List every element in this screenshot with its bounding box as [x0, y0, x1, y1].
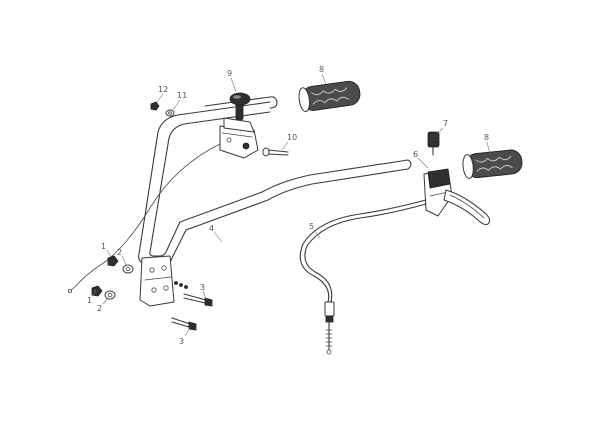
right-hand-grip [462, 149, 523, 179]
nut-12 [150, 101, 160, 111]
leader-lines [92, 73, 491, 337]
callout-numbers: 1 1 2 2 3 3 4 5 6 7 8 8 9 10 11 12 [87, 65, 489, 346]
callout-9: 9 [227, 69, 232, 78]
bolt-10 [262, 147, 289, 157]
callout-8-left: 8 [319, 65, 324, 74]
callout-2-lower: 2 [97, 304, 102, 313]
callout-5: 5 [309, 222, 314, 231]
callout-1-upper: 1 [101, 242, 106, 251]
control-lever-block [423, 168, 491, 225]
bolt-3-lower [171, 317, 197, 331]
bolt-3-upper [183, 293, 213, 307]
callout-6: 6 [413, 150, 418, 159]
bracket-hole-markers [174, 281, 188, 289]
callout-11: 11 [177, 91, 187, 100]
callout-3-lower: 3 [179, 337, 184, 346]
washer-2-lower [104, 290, 116, 300]
callout-7: 7 [443, 119, 448, 128]
callout-10: 10 [287, 133, 297, 142]
callout-4: 4 [209, 224, 214, 233]
washer-11 [165, 109, 175, 117]
clutch-cable [299, 199, 427, 355]
throttle-cable [68, 142, 223, 293]
left-hand-grip [298, 80, 361, 113]
handlebar-frame [138, 96, 412, 307]
callout-2-upper: 2 [117, 248, 122, 257]
callout-8-right: 8 [484, 133, 489, 142]
callout-1-lower: 1 [87, 296, 92, 305]
throttle-control-assembly [219, 92, 259, 159]
washer-2-upper [122, 264, 134, 274]
callout-12: 12 [158, 85, 168, 94]
nut-1-upper [107, 255, 119, 267]
callout-3-upper: 3 [200, 283, 205, 292]
kill-switch-7 [427, 131, 440, 156]
